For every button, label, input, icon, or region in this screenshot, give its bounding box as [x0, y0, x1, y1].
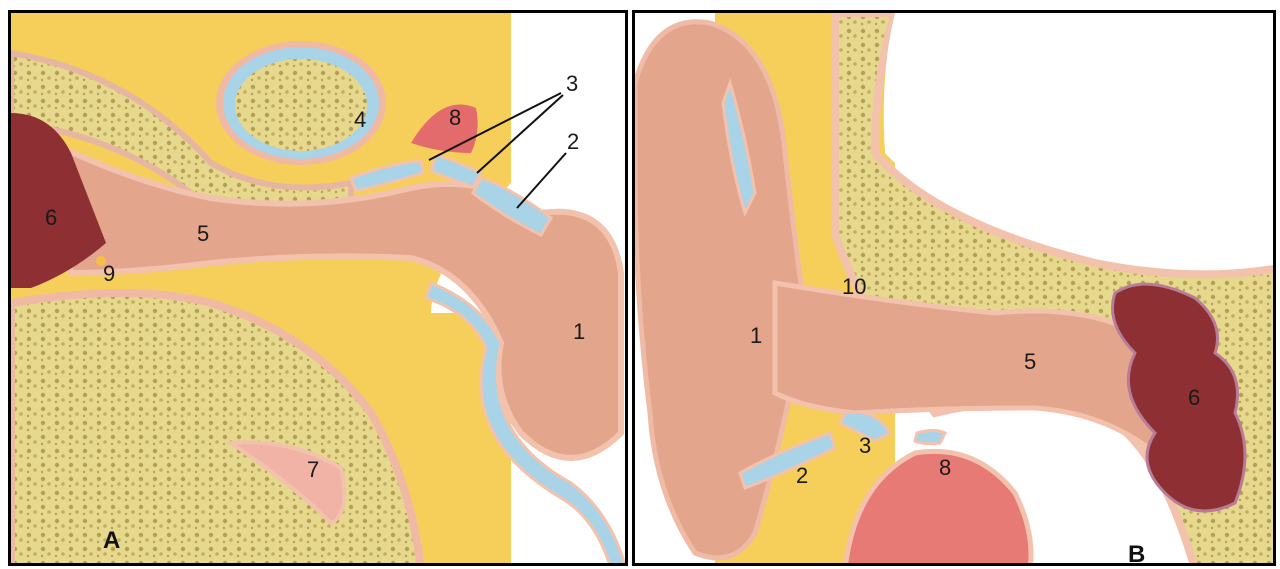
label-2: 2	[796, 465, 808, 487]
panel-letter-a: A	[103, 527, 120, 555]
label-10: 10	[842, 276, 866, 298]
label-8: 8	[449, 107, 461, 129]
label-7: 7	[307, 459, 319, 481]
label-2: 2	[567, 131, 579, 153]
label-3: 3	[859, 435, 871, 457]
condyle-bone	[235, 59, 367, 151]
panel-letter-b: B	[1128, 541, 1145, 566]
panel-a-illustration	[11, 13, 628, 566]
label-9: 9	[103, 263, 115, 285]
label-6: 6	[45, 207, 57, 229]
label-1: 1	[750, 325, 762, 347]
label-6: 6	[1188, 387, 1200, 409]
label-5: 5	[1024, 351, 1036, 373]
label-8: 8	[939, 457, 951, 479]
label-5: 5	[197, 223, 209, 245]
panel-b: 10 1 5 6 3 2 8 B	[632, 10, 1276, 566]
panel-a: 3 2 4 8 6 5 9 1 7 A	[8, 10, 628, 566]
label-3: 3	[566, 73, 578, 95]
panel-b-illustration	[635, 13, 1276, 566]
label-1: 1	[573, 321, 585, 343]
label-4: 4	[354, 109, 366, 131]
